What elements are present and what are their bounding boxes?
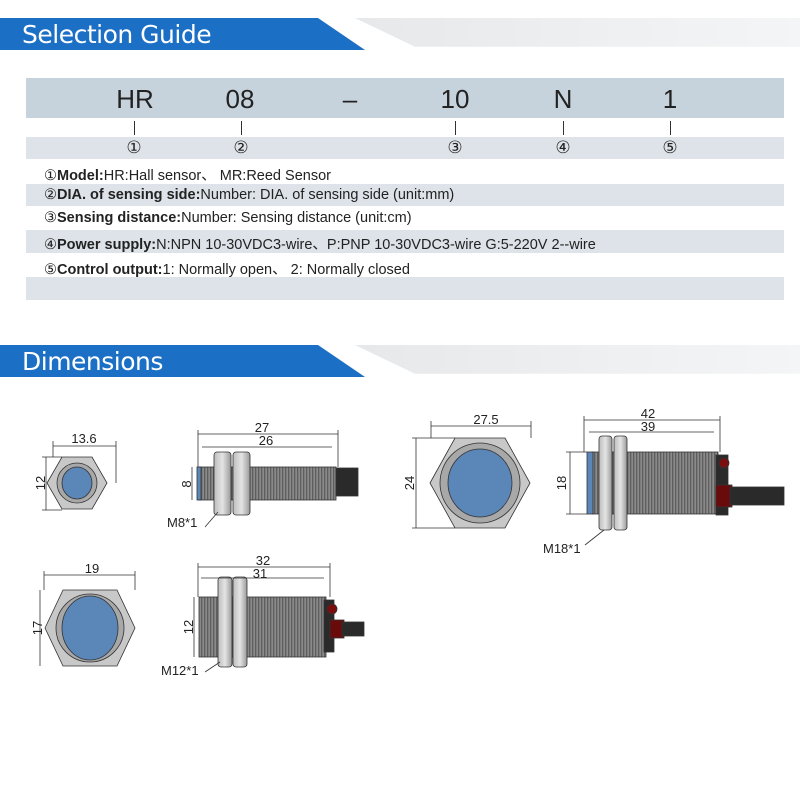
m12-side-view <box>193 563 365 673</box>
marker: ① <box>126 138 142 157</box>
m8-hex-width: 13.6 <box>71 431 96 446</box>
code-part: 08 <box>225 84 255 114</box>
m12-total-length: 32 <box>256 553 270 568</box>
tick <box>670 121 671 135</box>
code-part: 10 <box>440 84 470 114</box>
m8-side-view <box>191 430 359 528</box>
m18-side-view <box>566 416 785 546</box>
code-part: – <box>342 84 358 114</box>
header-swoosh <box>355 18 800 47</box>
header-swoosh <box>355 345 800 374</box>
spec-row-distance: ③Sensing distance:Number: Sensing distan… <box>44 210 412 226</box>
m18-hex-height: 24 <box>402 476 417 490</box>
m18-hex-width: 27.5 <box>473 412 498 427</box>
m12-body-length: 31 <box>253 566 267 581</box>
tick <box>563 121 564 135</box>
m18-diameter: 18 <box>554 476 569 490</box>
tick <box>241 121 242 135</box>
m12-thread-label: M12*1 <box>161 663 199 678</box>
m18-thread-label: M18*1 <box>543 541 581 556</box>
row-band <box>26 277 784 300</box>
tick <box>134 121 135 135</box>
marker-band <box>26 137 784 159</box>
m8-thread-label: M8*1 <box>167 515 197 530</box>
m8-total-length: 27 <box>255 420 269 435</box>
dimensions-header: Dimensions <box>0 345 800 377</box>
code-part: N <box>553 84 573 114</box>
marker: ③ <box>447 138 463 157</box>
m8-body-length: 26 <box>259 433 273 448</box>
code-part: HR <box>116 84 154 114</box>
header-banner <box>0 345 365 377</box>
m18-front-view <box>412 421 532 529</box>
spec-row-diameter: ②DIA. of sensing side:Number: DIA. of se… <box>44 187 455 203</box>
header-banner <box>0 18 365 50</box>
model-code-bar <box>26 78 784 118</box>
m8-front-view <box>42 441 117 511</box>
selection-guide-header: Selection Guide <box>0 18 800 50</box>
m8-diameter: 8 <box>179 480 194 487</box>
spec-row-power: ④Power supply:N:NPN 10-30VDC3-wire、P:PNP… <box>44 237 596 253</box>
spec-row-model: ①Model:HR:Hall sensor、 MR:Reed Sensor <box>44 168 331 184</box>
marker: ④ <box>555 138 571 157</box>
row-band <box>26 230 784 253</box>
m12-hex-height: 17 <box>30 621 45 635</box>
m18-body-length: 39 <box>641 419 655 434</box>
m12-diameter: 12 <box>181 620 196 634</box>
m18-total-length: 42 <box>641 406 655 421</box>
row-band <box>26 184 784 206</box>
section-title: Dimensions <box>22 347 163 376</box>
marker: ② <box>233 138 249 157</box>
m8-hex-height: 12 <box>33 476 48 490</box>
code-part: 1 <box>662 84 678 114</box>
m12-hex-width: 19 <box>85 561 99 576</box>
marker: ⑤ <box>662 138 678 157</box>
m12-front-view <box>39 571 136 667</box>
tick <box>455 121 456 135</box>
spec-row-output: ⑤Control output:1: Normally open、 2: Nor… <box>44 262 410 278</box>
section-title: Selection Guide <box>22 20 212 49</box>
